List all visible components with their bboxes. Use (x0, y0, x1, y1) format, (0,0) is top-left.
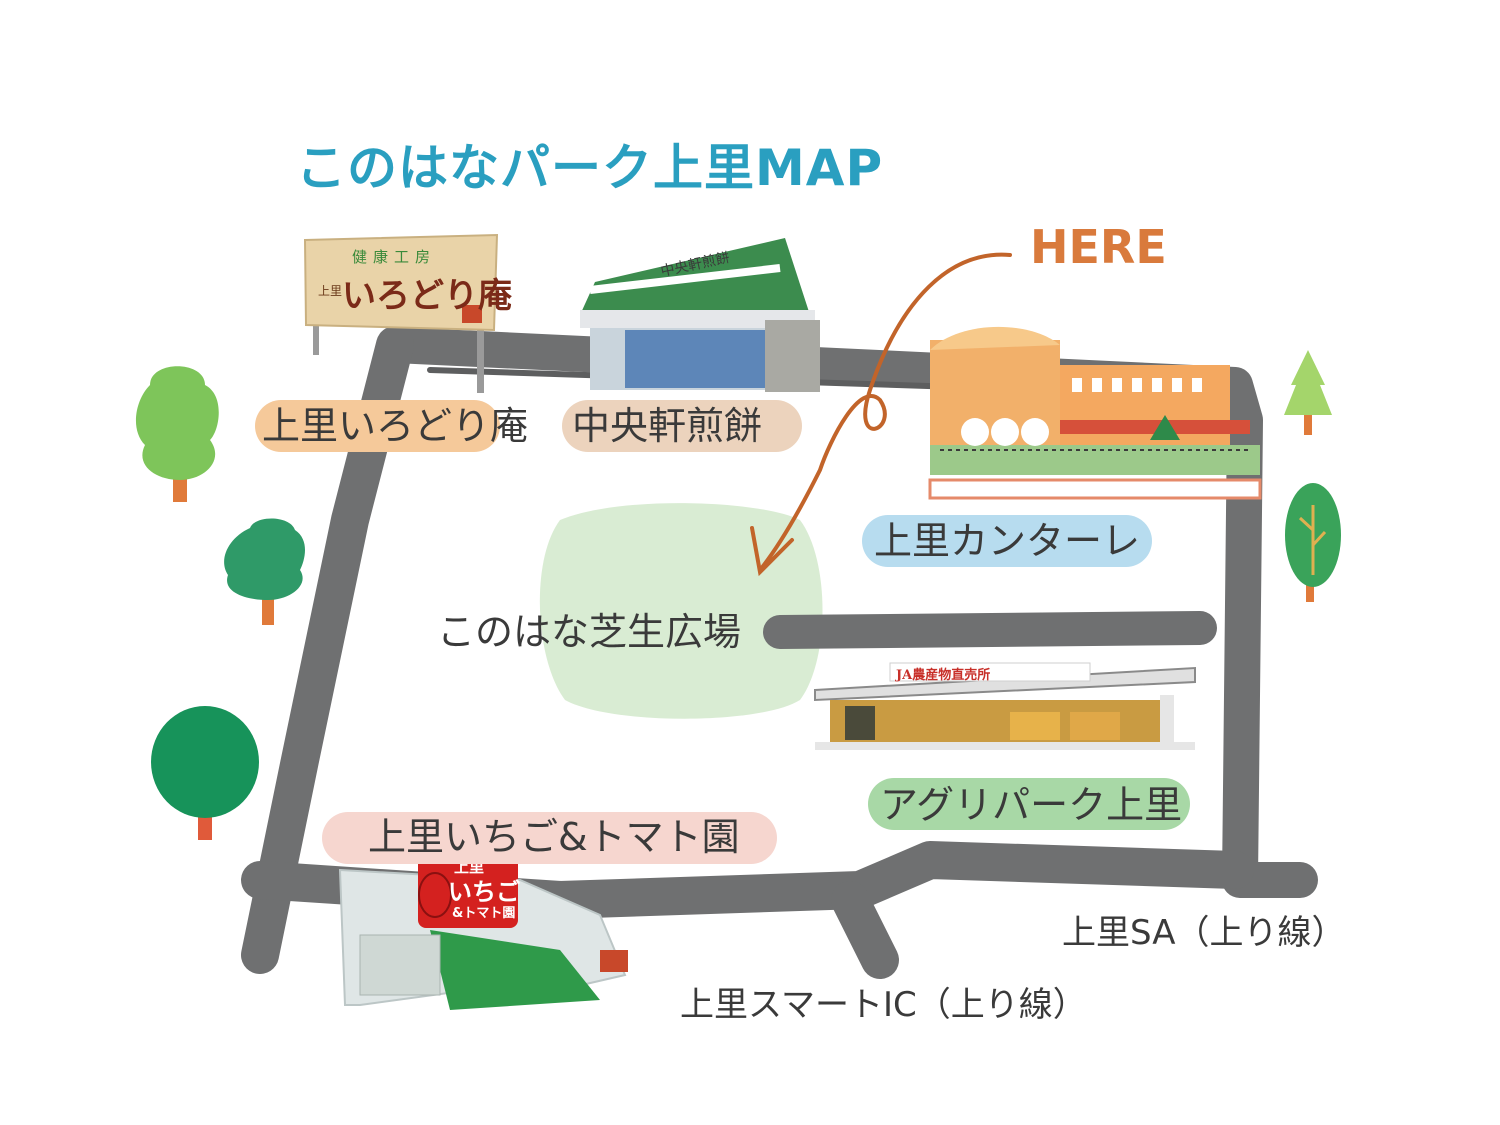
irodori-an-sign (303, 233, 499, 393)
here-arrow (750, 252, 1012, 577)
agri-park-pill (868, 778, 1190, 830)
map-title: このはなパーク上里MAP (296, 139, 884, 197)
strawberry-sign-mid: いちご (448, 878, 520, 906)
strawberry-farm-label: 上里いちご&トマト園 (368, 815, 740, 859)
kantare-label: 上里カンターレ (874, 519, 1141, 563)
agri-sign-roof: JA農産物直売所 (896, 668, 991, 683)
chuo-senbei-building (580, 238, 820, 392)
irodori-an-pill (255, 400, 500, 452)
agri-park-building (814, 662, 1196, 750)
tree-left-3 (151, 706, 259, 840)
smart-ic-label: 上里スマートIC（上り線） (680, 985, 1087, 1025)
strawberry-farm-pill (322, 812, 777, 864)
strawberry-sign-bottom: &トマト園 (452, 906, 516, 921)
tree-right-2 (1285, 483, 1341, 602)
road-to-ic (831, 881, 899, 979)
chuo-senbei-pill (562, 400, 802, 452)
irodori-sign-main: いろどり庵 (342, 276, 512, 316)
road-middle (763, 611, 1217, 649)
lawn-plaza-label: このはな芝生広場 (437, 610, 742, 654)
irodori-sign-top: 健康工房 (352, 248, 437, 266)
tree-left-2 (224, 518, 305, 625)
irodori-sign-small: 上里 (318, 284, 343, 298)
agri-park-label: アグリパーク上里 (880, 783, 1183, 827)
tree-left-1 (135, 366, 219, 502)
here-label: HERE (1030, 220, 1167, 274)
lawn-plaza-area (539, 503, 823, 719)
sa-label: 上里SA（上り線） (1062, 913, 1346, 953)
chuo-senbei-label: 中央軒煎餅 (572, 404, 763, 448)
strawberry-farm-building (338, 853, 628, 1010)
kantare-pill (862, 515, 1152, 567)
tree-right-1 (1284, 350, 1332, 435)
kantare-building (928, 326, 1262, 500)
irodori-an-label: 上里いろどり庵 (262, 404, 529, 448)
